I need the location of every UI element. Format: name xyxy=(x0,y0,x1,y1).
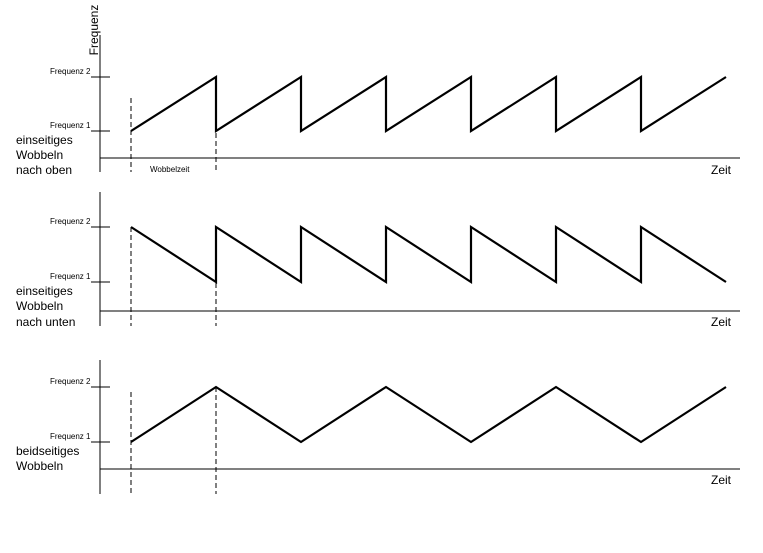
sawtooth-up-wave xyxy=(130,74,727,134)
y-axis-title: Frequenz xyxy=(87,5,101,56)
triangle-wave xyxy=(130,385,727,444)
freq1-label: Frequenz 1 xyxy=(50,272,91,281)
freq1-label: Frequenz 1 xyxy=(50,121,91,130)
freq2-label: Frequenz 2 xyxy=(50,67,91,76)
freq2-label: Frequenz 2 xyxy=(50,217,91,226)
description-line-2: Wobbeln xyxy=(16,299,63,313)
description-line-1: einseitiges xyxy=(16,284,73,298)
panel-sweep-up: Frequenz 2 Frequenz 1 Wobbelzeit Zeit ei… xyxy=(16,35,740,177)
description-line-2: Wobbeln xyxy=(16,459,63,473)
description-line-1: einseitiges xyxy=(16,133,73,147)
description-line-3: nach unten xyxy=(16,315,75,329)
description-line-1: beidseitiges xyxy=(16,444,79,458)
panel-sweep-down: Frequenz 2 Frequenz 1 Zeit einseitiges W… xyxy=(16,192,740,329)
freq2-label: Frequenz 2 xyxy=(50,377,91,386)
time-label: Zeit xyxy=(711,473,732,487)
panel-sweep-both: Frequenz 2 Frequenz 1 Zeit beidseitiges … xyxy=(16,360,740,494)
freq1-label: Frequenz 1 xyxy=(50,432,91,441)
description-line-3: nach oben xyxy=(16,163,72,177)
time-label: Zeit xyxy=(711,315,732,329)
sweep-time-label: Wobbelzeit xyxy=(150,165,190,174)
description-line-2: Wobbeln xyxy=(16,148,63,162)
time-label: Zeit xyxy=(711,163,732,177)
sawtooth-down-wave xyxy=(130,224,727,285)
